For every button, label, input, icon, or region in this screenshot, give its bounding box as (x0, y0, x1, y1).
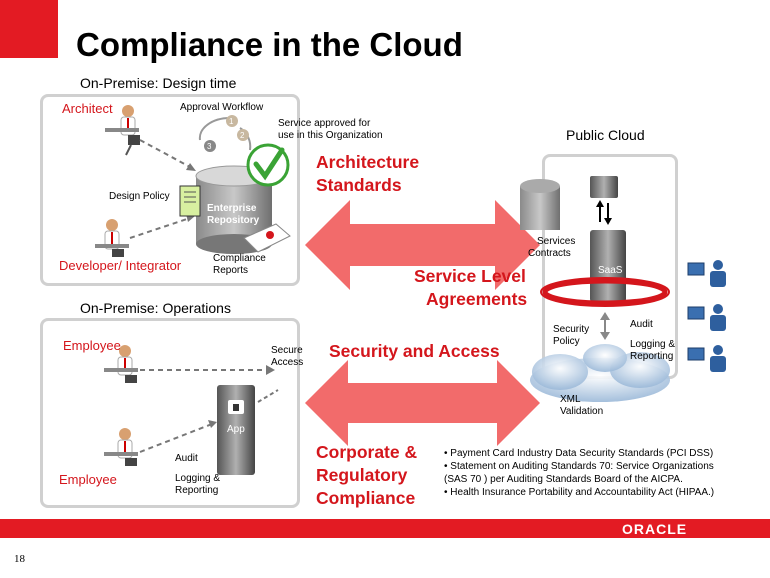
oracle-logo: ORACLE (622, 521, 688, 537)
workflow-step-1: 1 (229, 117, 234, 126)
lower-double-arrow (305, 360, 540, 446)
public-cloud-heading: Public Cloud (566, 127, 645, 143)
app-label: App (227, 424, 245, 435)
services-contracts-cylinder-icon (520, 179, 560, 230)
employee-bottom-person-icon (104, 428, 138, 466)
service-approved-label-2: use in this Organization (278, 130, 383, 141)
security-access-label: Security and Access (329, 341, 500, 361)
cloud-audit-label: Audit (630, 319, 653, 330)
architecture-standards-label-2: Standards (316, 175, 402, 195)
saas-server-icon (590, 176, 626, 302)
corporate-label-2: Regulatory (316, 465, 408, 485)
architect-person-icon (105, 105, 140, 156)
cloud-logging-label-1: Logging & (630, 339, 676, 350)
workflow-step-3: 3 (207, 142, 212, 151)
page-number: 18 (14, 553, 25, 565)
bullet-sas70-cont: (SAS 70 ) per Auditing Standards Board o… (444, 474, 683, 485)
developer-label: Developer/ Integrator (59, 258, 182, 273)
title-accent-bar (0, 0, 58, 58)
bullet-sas70: • Statement on Auditing Standards 70: Se… (444, 461, 714, 472)
approved-check-icon (246, 143, 290, 187)
upper-double-arrow (305, 200, 540, 290)
employee-bottom-label: Employee (59, 472, 117, 487)
repository-label-2: Repository (207, 215, 260, 226)
design-policy-label: Design Policy (109, 191, 170, 202)
slide-title: Compliance in the Cloud (76, 26, 463, 63)
employee-top-label: Employee (63, 338, 121, 353)
xml-validation-label-1: XML (560, 394, 581, 405)
security-policy-label-2: Policy (553, 336, 580, 347)
secure-access-label-2: Access (271, 357, 304, 368)
architect-label: Architect (62, 101, 113, 116)
compliance-reports-icon (243, 223, 291, 253)
bullet-pci: • Payment Card Industry Data Security St… (444, 448, 714, 459)
compliance-reports-label-1: Compliance (213, 253, 266, 264)
corporate-label-3: Compliance (316, 488, 416, 508)
compliance-reports-label-2: Reports (213, 265, 249, 276)
service-approved-label-1: Service approved for (278, 118, 371, 129)
service-level-label-2: Agreements (426, 289, 528, 309)
cloud-logging-label-2: Reporting (630, 351, 674, 362)
cloud-user-3-icon (687, 345, 726, 372)
employee-top-person-icon (104, 345, 138, 383)
design-time-heading: On-Premise: Design time (80, 75, 237, 91)
approval-workflow-label: Approval Workflow (180, 102, 264, 113)
design-policy-document-icon (179, 185, 201, 217)
services-contracts-label-2: Contracts (528, 248, 571, 259)
footer-bar (0, 519, 770, 538)
saas-label: SaaS (598, 265, 623, 276)
secure-access-label-1: Secure (271, 345, 303, 356)
app-icon (217, 385, 255, 475)
ops-logging-label-1: Logging & (175, 473, 221, 484)
operations-heading: On-Premise: Operations (80, 300, 231, 316)
workflow-step-2: 2 (240, 131, 245, 140)
ops-audit-label: Audit (175, 453, 198, 464)
cloud-user-2-icon (687, 304, 726, 331)
corporate-label-1: Corporate & (316, 442, 418, 462)
developer-person-icon (95, 219, 129, 257)
services-contracts-label-1: Services (537, 236, 576, 247)
cloud-icon (530, 344, 670, 402)
operations-panel (40, 318, 300, 508)
repository-label-1: Enterprise (207, 203, 257, 214)
bullet-hipaa: • Health Insurance Portability and Accou… (444, 487, 715, 498)
ops-logging-label-2: Reporting (175, 485, 219, 496)
saas-ring (540, 277, 670, 307)
security-policy-label-1: Security (553, 324, 590, 335)
cloud-user-1-icon (687, 260, 726, 287)
approval-workflow-icon (198, 115, 252, 152)
architecture-standards-label-1: Architecture (316, 152, 420, 172)
compliance-bullet-list: • Payment Card Industry Data Security St… (444, 447, 714, 499)
service-level-label-1: Service Level (414, 266, 526, 286)
xml-validation-label-2: Validation (560, 406, 604, 417)
